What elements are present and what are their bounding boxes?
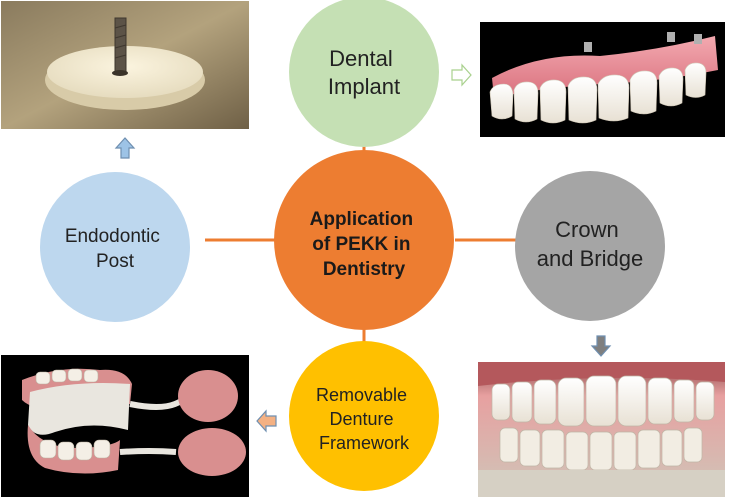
svg-text:Application of PEKK in: Application of PEKK in Dentistry	[310, 209, 419, 280]
arrow-to-crown-photo	[590, 335, 612, 357]
arrow-to-post-photo	[114, 137, 136, 159]
node-crown-and-bridge: Crown and Bridge	[515, 171, 665, 321]
node-removable-denture-framework: Removable Denture Framework	[289, 341, 439, 491]
crown-bridge-line-2: and Bridge	[537, 246, 643, 271]
denture-line-3: Framework	[319, 433, 410, 453]
svg-text:Crown and Bridge: Crown and Bridge	[537, 217, 643, 271]
arrow-to-implant-photo	[451, 63, 472, 87]
svg-text:Dental Implant: Dental Implant	[328, 46, 400, 99]
crown-bridge-line-1: Crown	[555, 217, 619, 242]
center-line-3: Dentistry	[323, 259, 406, 280]
dental-implant-line-2: Implant	[328, 74, 400, 99]
node-endodontic-post: Endodontic Post	[40, 172, 190, 322]
endodontic-line-2: Post	[96, 251, 135, 272]
node-dental-implant: Dental Implant	[289, 0, 439, 147]
svg-text:Removable Denture: Removable Denture Framework	[316, 385, 412, 453]
endodontic-line-1: Endodontic	[65, 226, 160, 247]
denture-framework-photo	[1, 355, 249, 497]
node-center-application: Application of PEKK in Dentistry	[274, 150, 454, 330]
svg-text:Endodontic Post: Endodontic Post	[65, 226, 165, 272]
crown-bridge-photo	[478, 362, 725, 497]
dental-implant-line-1: Dental	[329, 46, 393, 71]
endodontic-post-photo	[1, 1, 249, 129]
dental-implant-photo	[480, 22, 725, 137]
center-line-1: Application	[310, 209, 413, 230]
center-line-2: of PEKK in	[312, 234, 410, 255]
arrow-to-denture-photo	[256, 409, 277, 433]
denture-line-1: Removable	[316, 385, 407, 405]
denture-line-2: Denture	[329, 409, 393, 429]
